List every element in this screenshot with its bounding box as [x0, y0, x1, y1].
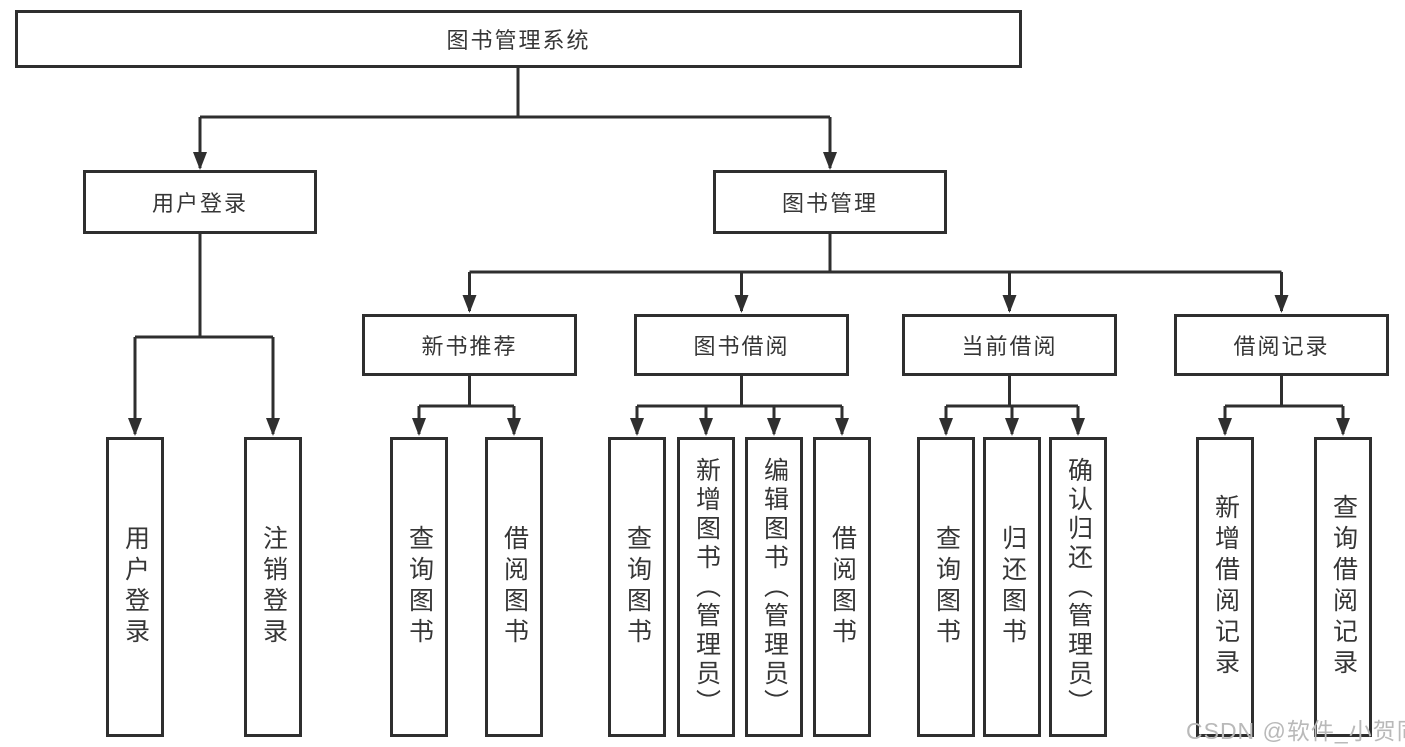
node-book-borrow: 图书借阅	[634, 314, 849, 376]
leaf-confirm-return-admin-label: 确认归还（管理员）	[1064, 456, 1093, 718]
connector-book-borrow-children	[630, 376, 849, 436]
node-new-book-recommend-label: 新书推荐	[421, 334, 518, 359]
leaf-user-login-label: 用户登录	[121, 525, 150, 649]
node-root-label: 图书管理系统	[446, 28, 591, 53]
leaf-edit-book-admin-label: 编辑图书（管理员）	[760, 456, 789, 718]
leaf-query-borrow-record: 查询借阅记录	[1314, 437, 1372, 737]
node-current-borrow: 当前借阅	[902, 314, 1117, 376]
leaf-borrow-books: 借阅图书	[813, 437, 871, 737]
leaf-borrow-books-recommend-label: 借阅图书	[500, 525, 529, 649]
leaf-add-book-admin-label: 新增图书（管理员）	[692, 456, 721, 718]
connector-new-book-recommend-children	[412, 376, 521, 436]
leaf-confirm-return-admin: 确认归还（管理员）	[1049, 437, 1107, 737]
node-book-management: 图书管理	[713, 170, 947, 234]
leaf-query-books-borrow-label: 查询图书	[623, 525, 652, 649]
leaf-edit-book-admin: 编辑图书（管理员）	[745, 437, 803, 737]
leaf-logout-label: 注销登录	[259, 525, 288, 649]
node-borrow-record: 借阅记录	[1174, 314, 1389, 376]
leaf-query-books-current: 查询图书	[917, 437, 975, 737]
node-borrow-record-label: 借阅记录	[1233, 334, 1330, 359]
leaf-query-books-current-label: 查询图书	[932, 525, 961, 649]
leaf-add-book-admin: 新增图书（管理员）	[677, 437, 735, 737]
connector-current-borrow-children	[939, 376, 1085, 436]
csdn-watermark: CSDN @软件_小贺同学	[1186, 718, 1405, 744]
leaf-logout: 注销登录	[244, 437, 302, 737]
leaf-return-book: 归还图书	[983, 437, 1041, 737]
node-user-login: 用户登录	[83, 170, 317, 234]
leaf-add-borrow-record: 新增借阅记录	[1196, 437, 1254, 737]
connector-user-login-children	[128, 234, 280, 436]
leaf-borrow-books-label: 借阅图书	[828, 525, 857, 649]
leaf-query-books-borrow: 查询图书	[608, 437, 666, 737]
leaf-query-borrow-record-label: 查询借阅记录	[1329, 494, 1358, 680]
leaf-user-login: 用户登录	[106, 437, 164, 737]
leaf-borrow-books-recommend: 借阅图书	[485, 437, 543, 737]
leaf-query-books-recommend: 查询图书	[390, 437, 448, 737]
node-book-management-label: 图书管理	[781, 191, 878, 216]
leaf-query-books-recommend-label: 查询图书	[405, 525, 434, 649]
leaf-return-book-label: 归还图书	[998, 525, 1027, 649]
connector-root-to-level2	[193, 68, 837, 170]
connector-borrow-record-children	[1218, 376, 1350, 436]
leaf-add-borrow-record-label: 新增借阅记录	[1211, 494, 1240, 680]
node-user-login-label: 用户登录	[151, 191, 248, 216]
node-current-borrow-label: 当前借阅	[961, 334, 1058, 359]
node-root: 图书管理系统	[15, 10, 1022, 68]
node-book-borrow-label: 图书借阅	[693, 334, 790, 359]
connector-book-management-children	[462, 234, 1289, 313]
node-new-book-recommend: 新书推荐	[362, 314, 577, 376]
